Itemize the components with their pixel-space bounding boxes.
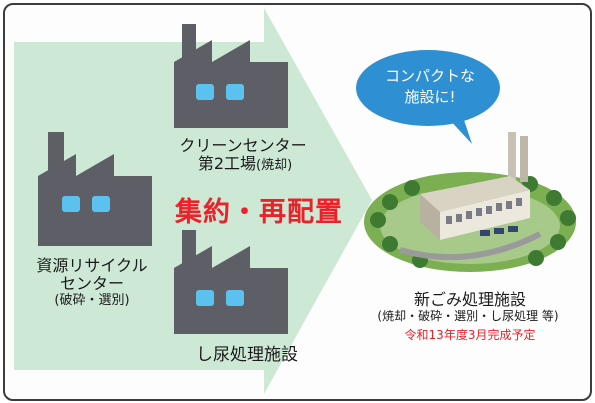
factory-icon	[174, 24, 288, 128]
clean-center-sublabel: 第2工場(焼却)	[197, 154, 293, 173]
new-facility-illustration	[364, 132, 576, 272]
factory-icon	[38, 132, 152, 246]
factory-icon	[174, 230, 288, 334]
clean-center-label: クリーンセンター	[179, 136, 307, 155]
recycle-center-label: 資源リサイクル	[36, 256, 148, 275]
completion-schedule: 令和13年度3月完成予定	[404, 328, 536, 342]
night-soil-facility-label: し尿処理施設	[196, 345, 298, 365]
speech-bubble	[356, 50, 500, 144]
new-facility-name: 新ごみ処理施設	[413, 290, 526, 309]
consolidation-label: 集約・再配置	[175, 197, 343, 228]
speech-bubble-text: コンパクトな 施設に!	[384, 67, 475, 106]
recycle-center-function: (破砕・選別)	[54, 293, 130, 308]
new-facility-functions: (焼却・破砕・選別・し尿処理 等)	[377, 309, 559, 323]
recycle-center-label-2: センター	[59, 274, 124, 293]
